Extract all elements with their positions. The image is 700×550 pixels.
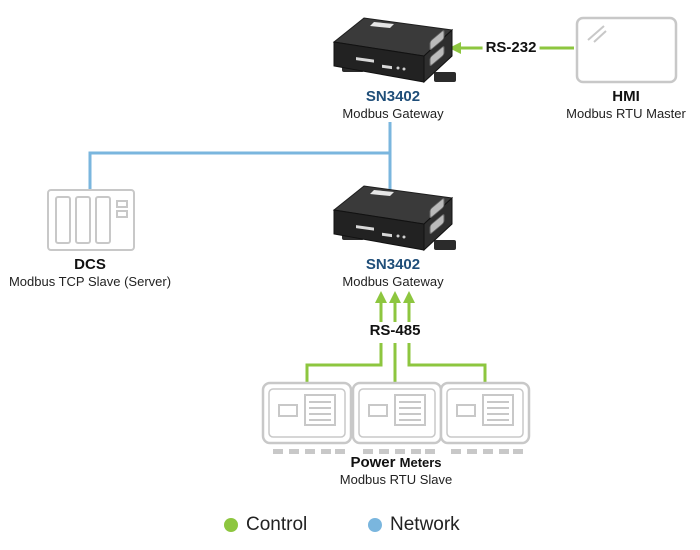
dcs-server-icon <box>47 189 135 251</box>
power-meter-icon <box>261 381 353 456</box>
network-dot-icon <box>368 518 382 532</box>
power-meter-icon <box>351 381 443 456</box>
power-meters-title: Power Meters <box>350 454 441 471</box>
power-meters-subtitle: Modbus RTU Slave <box>339 472 453 487</box>
dcs-subtitle: Modbus TCP Slave (Server) <box>8 274 172 289</box>
power-meter-icon <box>439 381 531 456</box>
gateway-mid-model: SN3402 <box>365 256 421 273</box>
dcs-title: DCS <box>74 256 106 273</box>
gateway-mid-role: Modbus Gateway <box>342 274 444 289</box>
rs485-link-meter-3 <box>407 343 487 383</box>
legend-label-control: Control <box>246 514 308 535</box>
power-meters-title-small: Meters <box>399 455 442 470</box>
network-links <box>88 122 392 195</box>
rs485-link-meter-1 <box>305 343 383 383</box>
gateway-mid-icon <box>333 185 457 251</box>
power-meters-title-main: Power <box>350 454 400 471</box>
gateway-top-model: SN3402 <box>365 88 421 105</box>
hmi-panel-icon <box>575 16 678 84</box>
legend-item-control: Control <box>224 514 307 536</box>
rs232-label: RS-232 <box>482 39 540 56</box>
gateway-top-icon <box>333 17 457 83</box>
hmi-title: HMI <box>612 88 640 105</box>
legend-label-network: Network <box>390 514 460 535</box>
legend-item-network: Network <box>368 514 460 536</box>
control-dot-icon <box>224 518 238 532</box>
hmi-subtitle: Modbus RTU Master <box>566 106 686 121</box>
network-link-top-gateway <box>88 122 392 195</box>
rs485-label: RS-485 <box>366 322 424 339</box>
gateway-top-role: Modbus Gateway <box>342 106 444 121</box>
